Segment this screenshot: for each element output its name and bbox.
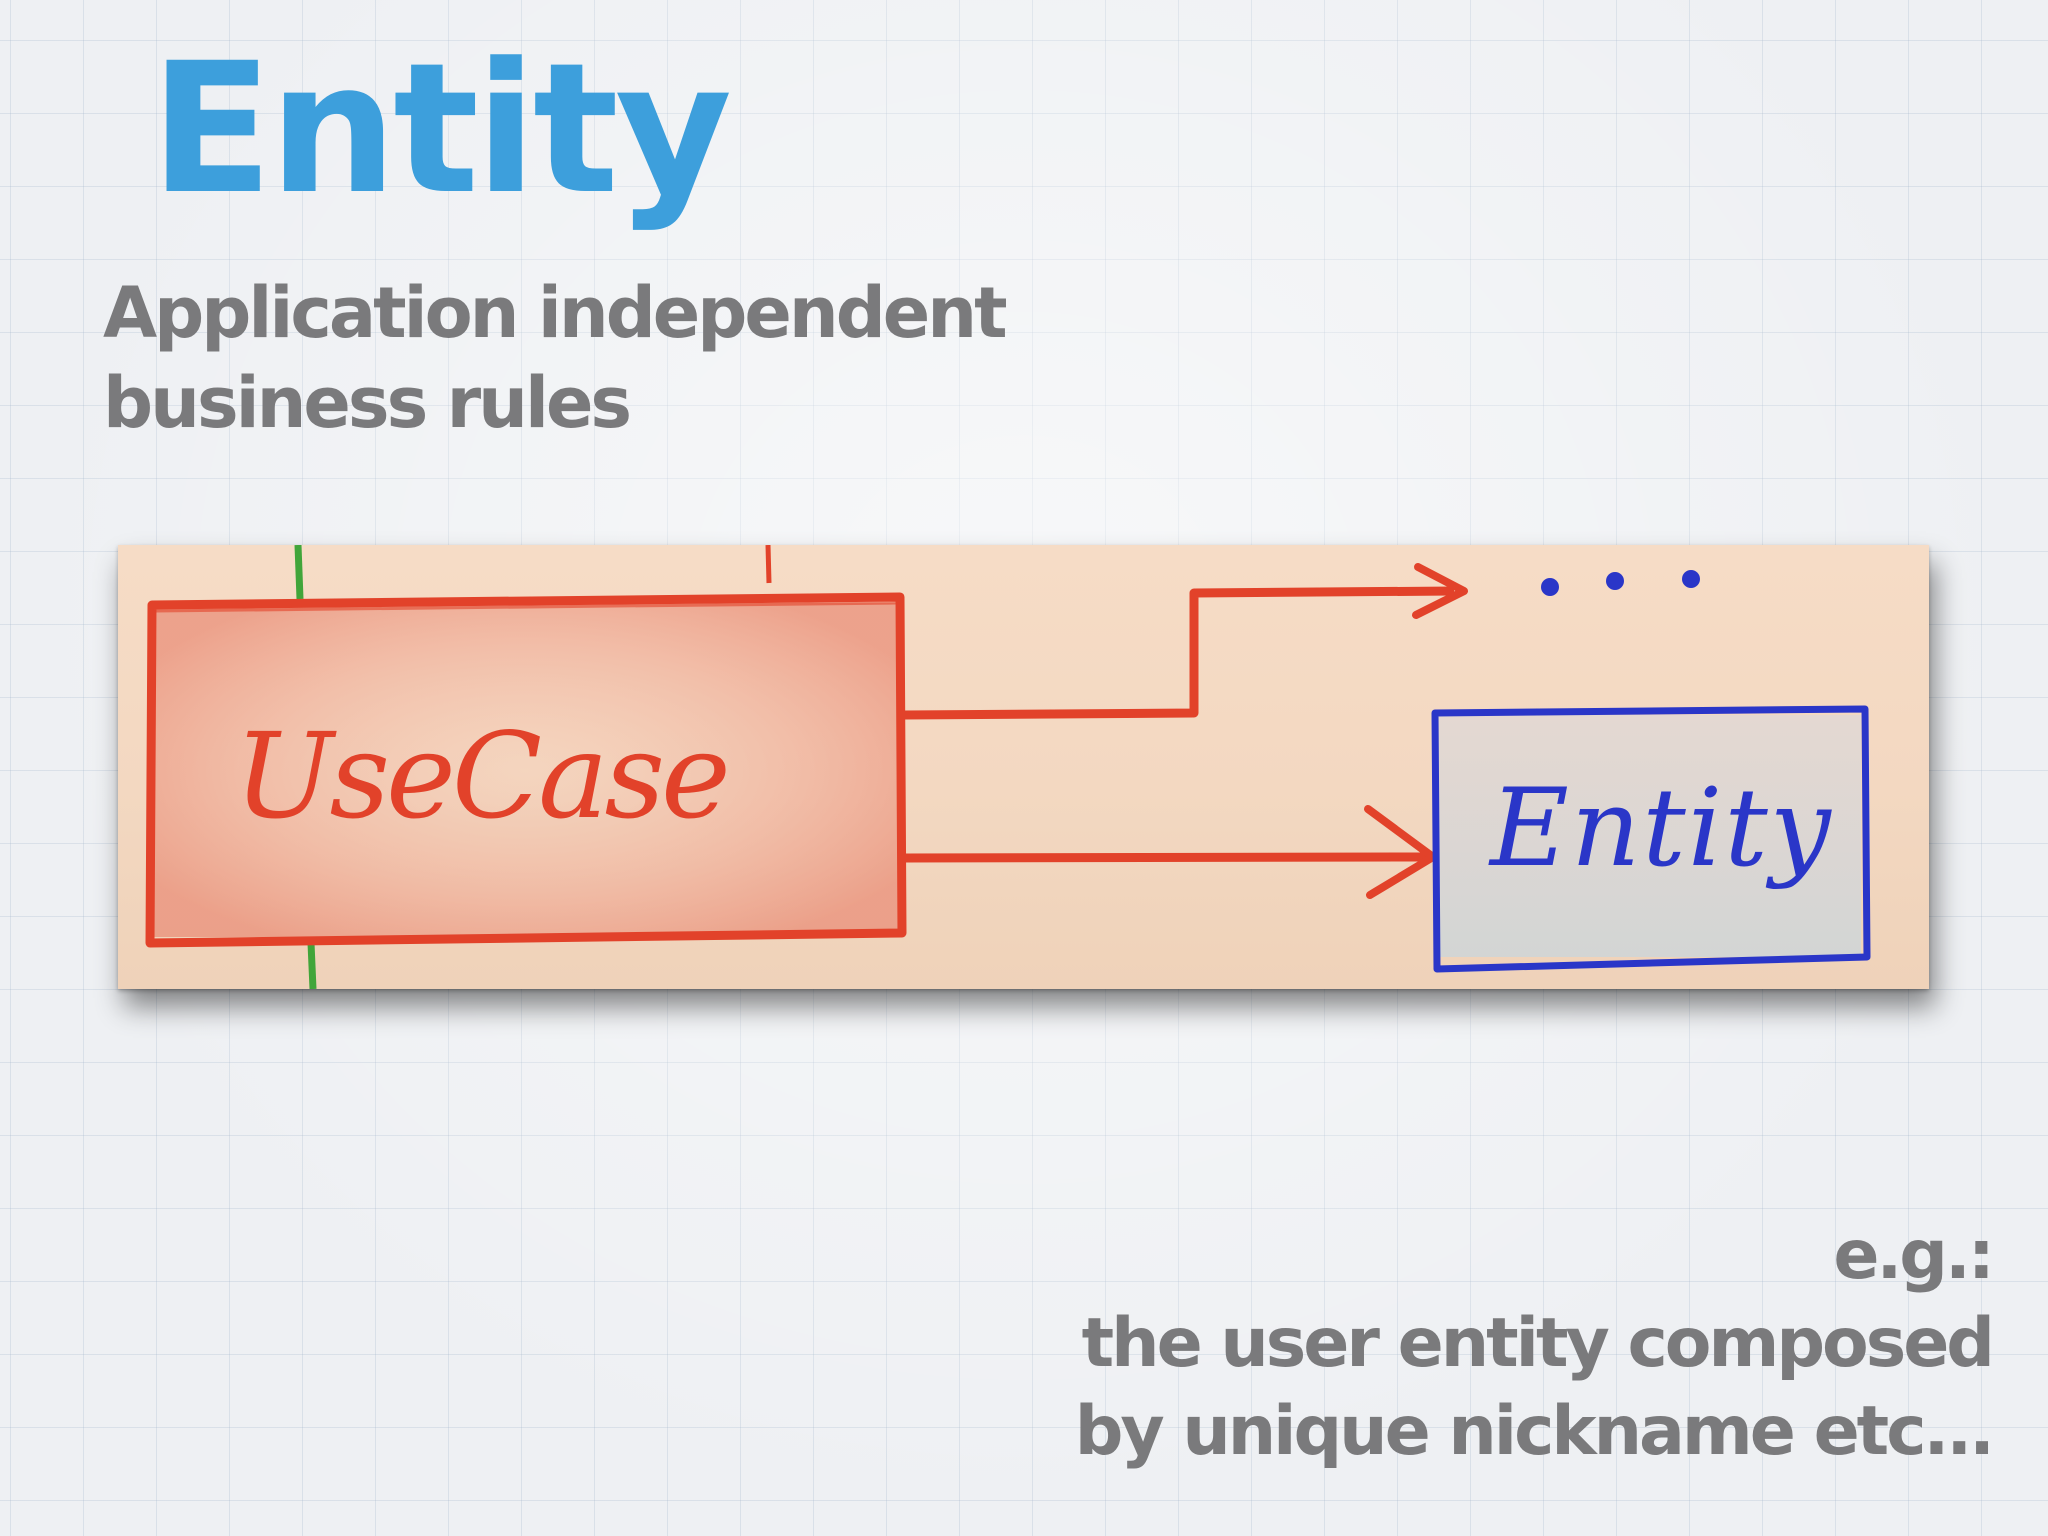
entity-box: Entity [1431,705,1871,973]
green-connector-top [294,545,304,600]
example-note-line-1: e.g.: [1833,1216,1995,1295]
example-note-line-3: by unique nickname etc... [1074,1392,1995,1471]
sketch-diagram-card: UseCase Entity [118,545,1929,989]
slide-subtitle: Application independent business rules [103,268,1008,448]
example-note-line-2: the user entity composed [1081,1304,1995,1383]
arrow-to-entity [900,805,1437,899]
entity-label: Entity [1488,766,1833,891]
sketch-diagram: UseCase Entity [145,545,1871,989]
subtitle-line-2: business rules [103,362,632,444]
subtitle-line-1: Application independent [103,272,1008,354]
slide-title: Entity [150,25,732,234]
green-connector-bottom [307,942,317,989]
usecase-box: UseCase [145,592,907,948]
ellipsis-dots [1541,570,1700,596]
example-note: e.g.: the user entity composed by unique… [992,1212,1995,1476]
arrow-to-ellipsis [904,563,1468,720]
red-connector-top [765,545,772,584]
usecase-label: UseCase [234,707,727,845]
